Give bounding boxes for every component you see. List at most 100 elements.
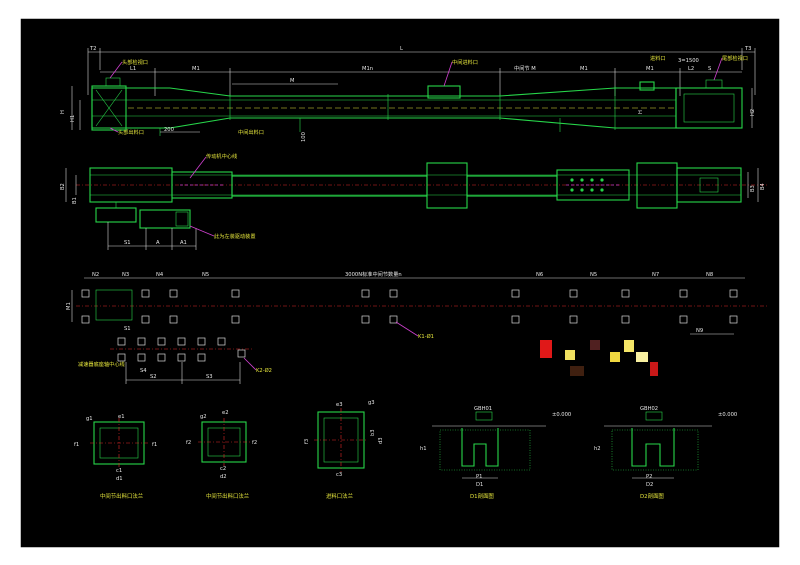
detail1-dim-g1: g1 [86, 416, 93, 422]
dim-100: 100 [301, 132, 307, 142]
dim-h-mark: H [638, 110, 644, 114]
detail1-dim-f1-right: f1 [152, 442, 157, 448]
dim-n3: N3 [122, 272, 129, 278]
dim-n7: N7 [652, 272, 659, 278]
color-swatch-yellow-2 [610, 352, 620, 362]
dim-n5-a: N5 [202, 272, 209, 278]
detail-inlet-flange: e3 g3 f3 b3 d3 c3 进料口法兰 [304, 400, 384, 500]
plan-view: B2 B1 B3 B4 S1 A A1 传动机中心线 此为左装驱动装置 [60, 152, 768, 250]
color-swatch-white [636, 352, 648, 362]
dim-n2: N2 [92, 272, 99, 278]
detail-section-d1: GBH01 ±0.000 P1 D1 h1 D1剖面图 [420, 406, 571, 500]
dim-mid-section: 中间节 M [514, 64, 536, 72]
section1-dim-gbh01: GBH01 [474, 406, 492, 412]
label-left-drive: 此为左装驱动装置 [214, 232, 256, 240]
dim-s1: S1 [124, 240, 131, 246]
drawing-area [19, 17, 781, 549]
label-head-outlet: 头部出料口 [118, 128, 144, 136]
dim-m1-c: M1 [646, 66, 654, 72]
color-swatch-red [540, 340, 552, 358]
dim-n4: N4 [156, 272, 164, 278]
detail2-dim-f2-left: f2 [186, 440, 191, 446]
detail1-dim-f1-left: f1 [74, 442, 79, 448]
detail3-dim-f3: f3 [304, 439, 310, 444]
detail-section-d2: GBH02 ±0.000 P2 D2 h2 D2剖面图 [594, 406, 737, 500]
color-swatch-yellow [565, 350, 575, 360]
section1-caption: D1剖面图 [470, 492, 494, 500]
dim-a1: A1 [180, 240, 187, 246]
color-swatch-brown [570, 366, 584, 376]
label-mid-inlet: 中间进料口 [452, 58, 478, 66]
label-inlet: 进料口 [650, 54, 666, 62]
detail1-dim-c1: c1 [116, 468, 122, 474]
dim-s3: S3 [206, 374, 213, 380]
dim-n9: N9 [696, 328, 703, 334]
color-swatch-dark [590, 340, 600, 350]
dim-h1: H1 [70, 115, 76, 122]
dim-n5-b: N5 [590, 272, 597, 278]
dim-t3: T3 [744, 46, 751, 52]
dim-h2: H2 [750, 109, 756, 116]
detail1-dim-d1: d1 [116, 476, 123, 482]
dim-l: L [400, 46, 403, 52]
detail3-dim-e3: e3 [336, 402, 343, 408]
section2-dim-d2: D2 [646, 482, 653, 488]
dim-n6: N6 [536, 272, 543, 278]
label-k2: K2-Ø2 [256, 367, 272, 374]
detail-flange-2: g2 e2 f2 f2 c2 d2 中间节出料口法兰 [186, 410, 257, 500]
detail2-dim-f2-right: f2 [252, 440, 257, 446]
detail2-dim-c2: c2 [220, 466, 226, 472]
label-k1: K1-Ø1 [418, 333, 434, 340]
section2-dim-gbh02: GBH02 [640, 406, 658, 412]
dim-a: A [156, 240, 160, 246]
dim-b1: B1 [72, 197, 78, 204]
dim-l2: L2 [688, 66, 694, 72]
detail3-dim-d3: d3 [378, 437, 384, 444]
label-drive-centerline: 传动机中心线 [206, 152, 237, 160]
dim-l1: L1 [130, 66, 136, 72]
detail1-caption: 中间节出料口法兰 [100, 492, 144, 500]
detail-flange-1: g1 e1 f1 f1 c1 d1 中间节出料口法兰 [74, 414, 157, 500]
elevation-view: T2 L T3 L1 M1 M M1n 中间节 M M1 M1 L2 S 3=1… [60, 46, 756, 142]
dim-b2: B2 [60, 183, 66, 190]
color-swatch-yellow-3 [624, 340, 634, 352]
dim-m1-b: M1 [580, 66, 588, 72]
section2-dim-h2: h2 [594, 446, 601, 452]
dim-small: 3=1500 [678, 58, 699, 64]
section1-dim-d1: D1 [476, 482, 483, 488]
dim-b4: B4 [760, 182, 766, 190]
label-reducer-centerline: 减速器底座轴中心线 [78, 360, 125, 368]
detail3-dim-g3: g3 [368, 400, 375, 406]
dim-s1-foundation: S1 [124, 326, 131, 332]
section2-caption: D2剖面图 [640, 492, 664, 500]
label-tail-inspection: 尾部检视口 [722, 54, 748, 62]
dim-s: S [708, 66, 711, 72]
color-swatch-red-2 [650, 362, 658, 376]
section1-dim-h1: h1 [420, 446, 427, 452]
label-head-inspection: 头部检视口 [122, 58, 148, 66]
detail3-dim-b3: b3 [370, 429, 376, 436]
dim-standard-count: 3000N标准中间节数量n [345, 270, 402, 278]
dim-200: 200 [164, 127, 174, 133]
detail3-caption: 进料口法兰 [326, 492, 354, 500]
detail2-dim-g2: g2 [200, 414, 207, 420]
dim-m1-a: M1 [192, 66, 200, 72]
dim-t2: T2 [89, 46, 96, 52]
detail2-dim-d2: d2 [220, 474, 227, 480]
dim-s2: S2 [150, 374, 157, 380]
label-mid-outlet: 中间出料口 [238, 128, 264, 136]
detail2-dim-e2: e2 [222, 410, 229, 416]
dim-h: H [60, 110, 66, 114]
dim-s4: S4 [140, 368, 147, 374]
section1-dim-p1: P1 [476, 474, 482, 480]
section1-elevation: ±0.000 [552, 412, 571, 418]
dim-b3: B3 [750, 185, 756, 192]
foundation-view: N2 N3 N4 N5 3000N标准中间节数量n N6 N5 N7 N8 [66, 270, 768, 384]
dim-m1-foundation: M1 [66, 302, 72, 310]
dim-m1n: M1n [362, 66, 373, 72]
section2-elevation: ±0.000 [718, 412, 737, 418]
dim-n8: N8 [706, 272, 713, 278]
detail3-dim-c3: c3 [336, 472, 342, 478]
detail2-caption: 中间节出料口法兰 [206, 492, 250, 500]
